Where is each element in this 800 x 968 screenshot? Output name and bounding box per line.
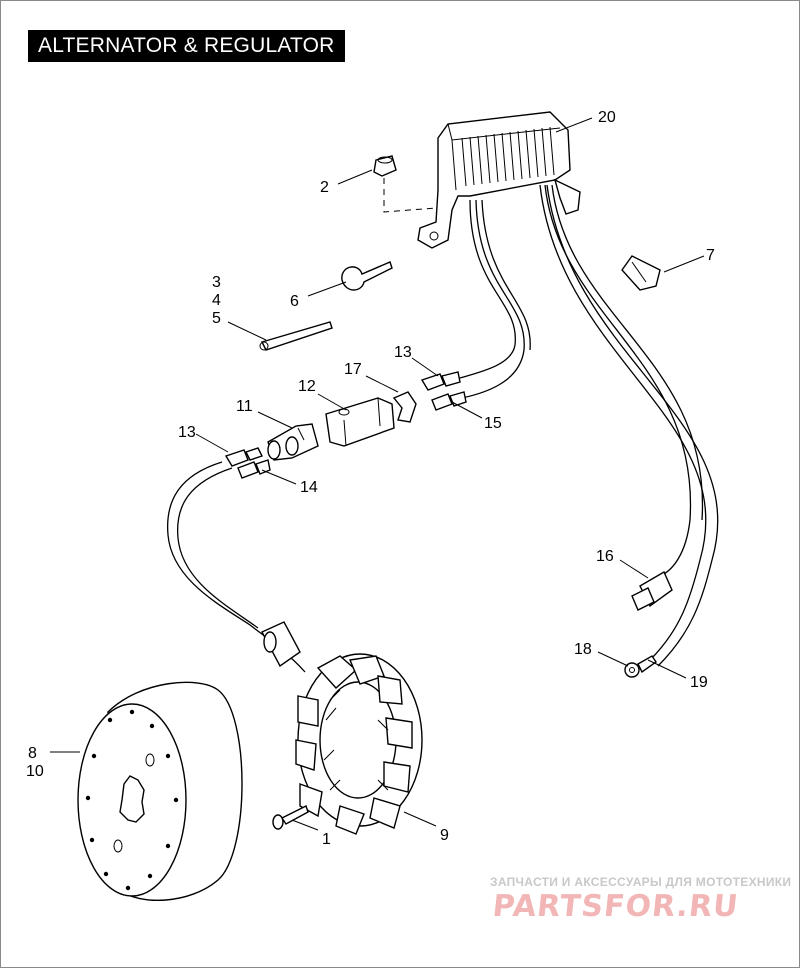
callout-14: 14	[300, 479, 318, 496]
callout-labels: 20 2 7 6 3 4 5 13 17 12 11 15 13 14 16 1…	[26, 109, 715, 848]
connector-housing-icon	[392, 391, 417, 423]
callout-16: 16	[596, 548, 614, 565]
callout-9: 9	[440, 827, 449, 844]
watermark-brand: PARTSFOR.RU	[491, 889, 740, 924]
ring-terminal-icon	[624, 655, 657, 678]
cable-strap-icon	[259, 321, 333, 351]
diagram-title: ALTERNATOR & REGULATOR	[28, 30, 345, 62]
regulator-icon	[417, 111, 581, 249]
callout-13-lower: 13	[178, 424, 196, 441]
callout-8: 8	[28, 745, 37, 762]
stator-icon	[295, 653, 423, 835]
callout-1: 1	[322, 831, 331, 848]
leader-lines	[50, 117, 705, 831]
callout-2: 2	[320, 179, 329, 196]
callout-18: 18	[574, 641, 592, 658]
callout-17: 17	[344, 361, 362, 378]
socket-icon	[267, 423, 319, 461]
callout-11: 11	[236, 398, 253, 415]
rotor-icon	[77, 681, 243, 901]
callout-5: 5	[212, 310, 221, 327]
callout-7: 7	[706, 247, 715, 264]
grommet-icon	[261, 621, 301, 668]
terminal-icon	[224, 447, 271, 479]
watermark: ЗАПЧАСТИ И АКСЕССУАРЫ ДЛЯ МОТОТЕХНИКИ PA…	[490, 875, 791, 924]
terminal-icon	[420, 371, 467, 411]
watermark-tagline: ЗАПЧАСТИ И АКСЕССУАРЫ ДЛЯ МОТОТЕХНИКИ	[490, 875, 791, 889]
callout-10: 10	[26, 763, 44, 780]
callout-4: 4	[212, 292, 221, 309]
callout-19: 19	[690, 674, 708, 691]
clip-icon	[621, 255, 661, 291]
clamp-icon	[341, 261, 393, 291]
callout-3: 3	[212, 274, 221, 291]
plug-icon	[325, 397, 395, 447]
callout-20: 20	[598, 109, 616, 126]
callout-12: 12	[298, 378, 316, 395]
callout-6: 6	[290, 293, 299, 310]
callout-15: 15	[484, 415, 502, 432]
nut-icon	[373, 155, 437, 213]
screw-icon	[272, 805, 309, 830]
callout-13-upper: 13	[394, 344, 412, 361]
connector-icon	[631, 571, 673, 611]
